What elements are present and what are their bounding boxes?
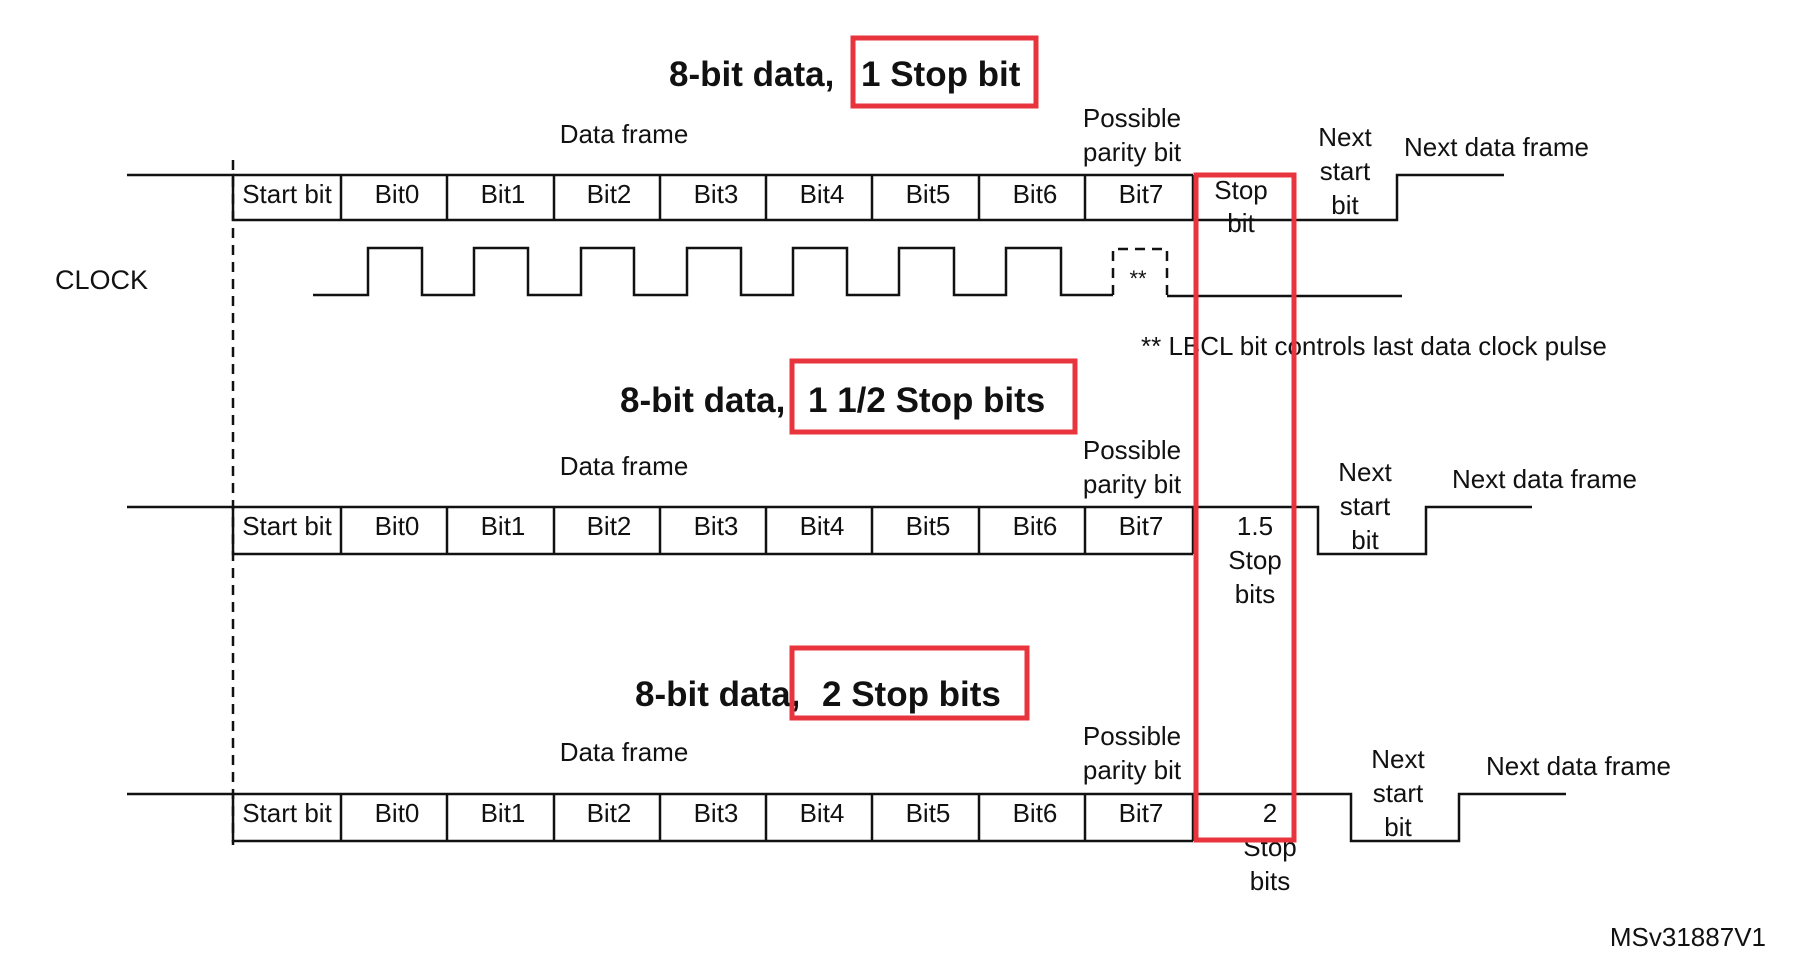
cell-bit4: Bit4 [800, 798, 845, 828]
frame-waveform [127, 792, 1566, 843]
next-start-line1: Next [1338, 457, 1392, 487]
data-frame-label: Data frame [560, 119, 689, 149]
frame-title-prefix: 8-bit data, [620, 381, 785, 420]
next-start-line2: start [1340, 491, 1391, 521]
cell-bit5: Bit5 [906, 798, 951, 828]
cell-bit6: Bit6 [1013, 798, 1058, 828]
stop-label-line1: 2 [1263, 798, 1277, 828]
cell-bit1: Bit1 [481, 179, 526, 209]
cell-bit0: Bit0 [375, 179, 420, 209]
parity-label-line1: Possible [1083, 103, 1181, 133]
frame-two-stop-bits: 8-bit data, 2 Stop bits Data frame Possi… [127, 645, 1671, 896]
next-start-line1: Next [1371, 744, 1425, 774]
frame-one-stop-bit: 8-bit data, 1 Stop bit Data frame Possib… [127, 35, 1589, 238]
data-frame-label: Data frame [560, 737, 689, 767]
clock-label: CLOCK [55, 265, 148, 295]
cell-bit0: Bit0 [375, 798, 420, 828]
cell-bit6: Bit6 [1013, 179, 1058, 209]
next-start-line1: Next [1318, 122, 1372, 152]
clock-signal: CLOCK ** ** LBCL bit controls last data … [55, 246, 1607, 361]
stop-label-line1: Stop [1214, 175, 1268, 205]
title-highlight-box [789, 358, 1078, 435]
cell-bit1: Bit1 [481, 511, 526, 541]
cell-bit2: Bit2 [587, 798, 632, 828]
last-clock-pulse [1111, 247, 1169, 295]
parity-label-line1: Possible [1083, 435, 1181, 465]
cell-bit3: Bit3 [694, 511, 739, 541]
cell-bit2: Bit2 [587, 179, 632, 209]
cell-dividers [339, 507, 1195, 554]
cell-bit3: Bit3 [694, 179, 739, 209]
cell-bit5: Bit5 [906, 511, 951, 541]
next-start-line2: start [1320, 156, 1371, 186]
next-start-line2: start [1373, 778, 1424, 808]
footer-code: MSv31887V1 [1610, 922, 1766, 952]
stop-label-line3: bits [1250, 866, 1290, 896]
cell-bit4: Bit4 [800, 511, 845, 541]
next-frame-label: Next data frame [1404, 132, 1589, 162]
cell-start-bit: Start bit [242, 179, 332, 209]
stop-label-line2: Stop [1228, 545, 1282, 575]
next-frame-label: Next data frame [1452, 464, 1637, 494]
frame-title-prefix: 8-bit data, [635, 675, 800, 714]
next-start-line3: bit [1331, 190, 1359, 220]
stop-bit-column-highlight [1193, 172, 1297, 843]
frame-waveform [127, 173, 1504, 222]
parity-label-line1: Possible [1083, 721, 1181, 751]
lbcl-note: ** LBCL bit controls last data clock pul… [1141, 331, 1607, 361]
parity-label-line2: parity bit [1083, 755, 1182, 785]
clock-marker: ** [1129, 266, 1147, 291]
cell-bit6: Bit6 [1013, 511, 1058, 541]
cell-bit7: Bit7 [1119, 798, 1164, 828]
title-highlight-box [789, 645, 1030, 721]
cell-start-bit: Start bit [242, 511, 332, 541]
stop-label-line1: 1.5 [1237, 511, 1273, 541]
cell-bit2: Bit2 [587, 511, 632, 541]
cell-bit7: Bit7 [1119, 179, 1164, 209]
data-frame-label: Data frame [560, 451, 689, 481]
parity-label-line2: parity bit [1083, 469, 1182, 499]
title-highlight-box [850, 35, 1039, 109]
frame-title-highlight: 1 1/2 Stop bits [808, 381, 1045, 420]
next-start-line3: bit [1351, 525, 1379, 555]
parity-label-line2: parity bit [1083, 137, 1182, 167]
cell-dividers [339, 175, 1195, 220]
clock-waveform [313, 246, 1113, 297]
next-start-line3: bit [1384, 812, 1412, 842]
stop-label-line2: Stop [1243, 832, 1297, 862]
cell-bit4: Bit4 [800, 179, 845, 209]
stop-label-line2: bit [1227, 208, 1255, 238]
cell-bit5: Bit5 [906, 179, 951, 209]
cell-dividers [339, 794, 1195, 841]
frame-title-highlight: 2 Stop bits [822, 675, 1001, 714]
cell-bit1: Bit1 [481, 798, 526, 828]
frame-waveform [127, 505, 1532, 556]
stop-label-line3: bits [1235, 579, 1275, 609]
next-frame-label: Next data frame [1486, 751, 1671, 781]
cell-bit0: Bit0 [375, 511, 420, 541]
cell-start-bit: Start bit [242, 798, 332, 828]
frame-one-half-stop-bits: 8-bit data, 1 1/2 Stop bits Data frame P… [127, 358, 1637, 609]
cell-bit7: Bit7 [1119, 511, 1164, 541]
frame-title-highlight: 1 Stop bit [861, 55, 1021, 94]
frame-title-prefix: 8-bit data, [669, 55, 834, 94]
cell-bit3: Bit3 [694, 798, 739, 828]
